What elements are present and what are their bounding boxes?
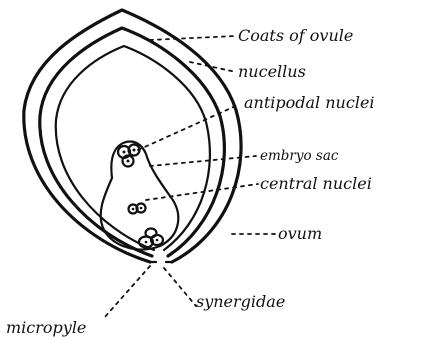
label-nucellus: nucellus: [238, 62, 306, 81]
embryo-sac: [101, 142, 179, 250]
leader-coats-of-ovule: [150, 36, 236, 40]
label-embryo-sac: embryo sac: [260, 148, 339, 164]
leader-micropyle: [104, 266, 150, 318]
leader-synergidae: [164, 268, 196, 306]
antipodal-nuclei: [118, 145, 140, 167]
label-central-nuclei: central nuclei: [260, 174, 372, 193]
central-nuclei: [129, 204, 146, 214]
label-synergidae: synergidae: [196, 292, 285, 311]
label-coats-of-ovule: Coats of ovule: [238, 26, 353, 45]
label-micropyle: micropyle: [6, 318, 86, 337]
label-ovum: ovum: [278, 224, 322, 243]
nucellus-outline: [56, 46, 210, 250]
label-antipodal-nuclei: antipodal nuclei: [244, 93, 375, 112]
